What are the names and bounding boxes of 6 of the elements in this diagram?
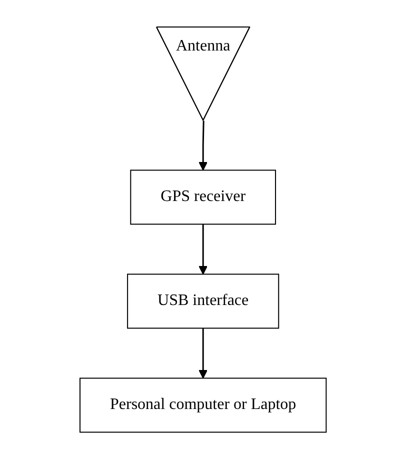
arrow: [198, 328, 208, 379]
arrow: [198, 224, 208, 275]
node-box: GPS receiver: [130, 170, 276, 226]
node-box: USB interface: [126, 274, 280, 330]
node-box: Personal computer or Laptop: [79, 378, 327, 434]
arrow: [198, 121, 208, 171]
